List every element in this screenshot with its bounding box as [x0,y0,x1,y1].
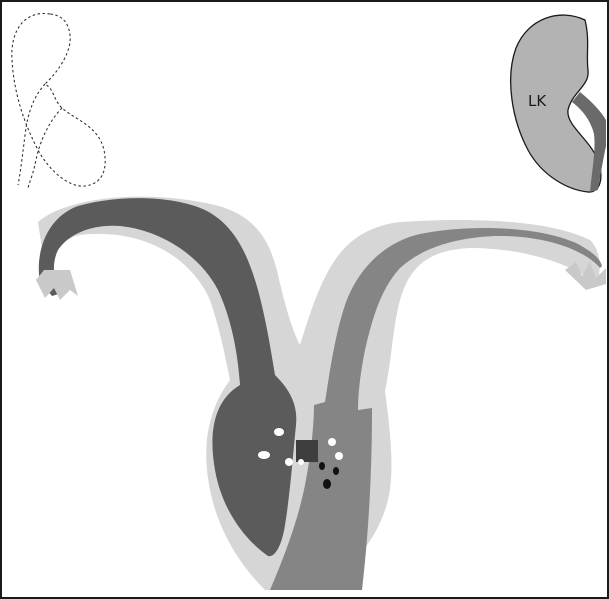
black-dot [323,479,331,489]
black-dot [333,467,339,475]
black-dot [319,462,325,470]
communication-channel [296,440,318,462]
white-dot [285,458,293,466]
white-dot [274,428,284,436]
white-dot [335,452,343,460]
white-dot [258,451,270,459]
white-dot [328,438,336,446]
white-dot [298,459,304,465]
kidney-label: LK [528,92,547,110]
